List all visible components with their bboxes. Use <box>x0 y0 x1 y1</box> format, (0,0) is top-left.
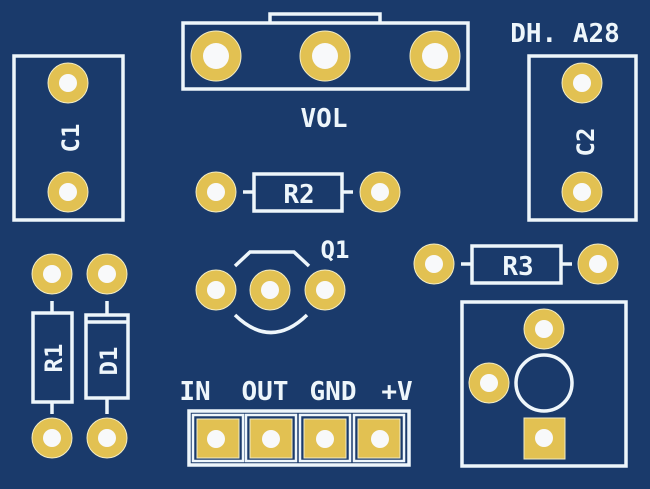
r1-label: R1 <box>40 344 68 373</box>
component-c2[interactable]: C2 <box>527 54 638 222</box>
r1-pad-1[interactable] <box>31 253 73 295</box>
connector-label-gnd: GND <box>310 377 357 407</box>
c1-outline <box>12 54 125 222</box>
c2-pad-2[interactable] <box>561 171 603 213</box>
q1-pad-2[interactable] <box>249 269 291 311</box>
vol-outline <box>181 21 470 91</box>
r2-outline <box>252 172 344 213</box>
board-title-label: DH. A28 <box>510 19 620 49</box>
c1-label: C1 <box>57 124 85 153</box>
connector-label-vplus: +V <box>381 377 412 407</box>
c2-outline <box>527 54 638 222</box>
component-led-jack[interactable] <box>460 300 628 468</box>
component-vol[interactable]: VOL <box>181 12 470 134</box>
r1-pad-2[interactable] <box>31 417 73 459</box>
connector-outline <box>187 409 411 467</box>
led-jack-body-circle <box>514 353 574 413</box>
r1-outline <box>31 311 74 404</box>
connector-pin-out[interactable] <box>244 413 298 463</box>
q1-label: Q1 <box>321 236 350 264</box>
r3-pad-2[interactable] <box>577 243 619 285</box>
component-r1[interactable]: R1 <box>31 253 74 459</box>
vol-label: VOL <box>301 104 348 134</box>
connector-header[interactable]: IN OUT GND +V <box>179 377 413 467</box>
connector-label-in: IN <box>179 377 210 407</box>
component-r2[interactable]: R2 <box>195 171 401 213</box>
led-jack-pad-top[interactable] <box>523 308 565 350</box>
vol-pad-1[interactable] <box>190 30 242 82</box>
connector-pin-vplus[interactable] <box>352 413 406 463</box>
led-jack-pad-left[interactable] <box>468 362 510 404</box>
vol-pad-2[interactable] <box>299 30 351 82</box>
connector-pin-gnd[interactable] <box>298 413 352 463</box>
led-jack-outline <box>460 300 628 468</box>
d1-pad-1[interactable] <box>86 253 128 295</box>
component-r3[interactable]: R3 <box>413 243 619 285</box>
r2-pad-2[interactable] <box>359 171 401 213</box>
q1-outline-flat <box>233 250 311 268</box>
vol-pad-3[interactable] <box>409 30 461 82</box>
c1-pad-1[interactable] <box>47 62 89 104</box>
c2-pad-1[interactable] <box>561 62 603 104</box>
q1-outline-round <box>233 313 309 335</box>
q1-pad-3[interactable] <box>304 269 346 311</box>
d1-pad-2[interactable] <box>86 417 128 459</box>
connector-pin-in[interactable] <box>191 413 245 463</box>
d1-outline <box>84 313 130 400</box>
c2-label: C2 <box>572 128 600 157</box>
connector-label-out: OUT <box>242 377 289 407</box>
vol-knob-outline <box>268 12 382 22</box>
led-jack-pad-square[interactable] <box>523 417 566 460</box>
r2-label: R2 <box>283 180 314 210</box>
component-c1[interactable]: C1 <box>12 54 125 222</box>
r3-label: R3 <box>502 252 533 282</box>
c1-pad-2[interactable] <box>47 171 89 213</box>
r2-pad-1[interactable] <box>195 171 237 213</box>
component-d1[interactable]: D1 <box>84 253 130 459</box>
q1-pad-1[interactable] <box>195 269 237 311</box>
component-q1[interactable]: Q1 <box>195 236 350 335</box>
r3-pad-1[interactable] <box>413 243 455 285</box>
d1-label: D1 <box>95 347 123 376</box>
r3-outline <box>470 244 563 285</box>
